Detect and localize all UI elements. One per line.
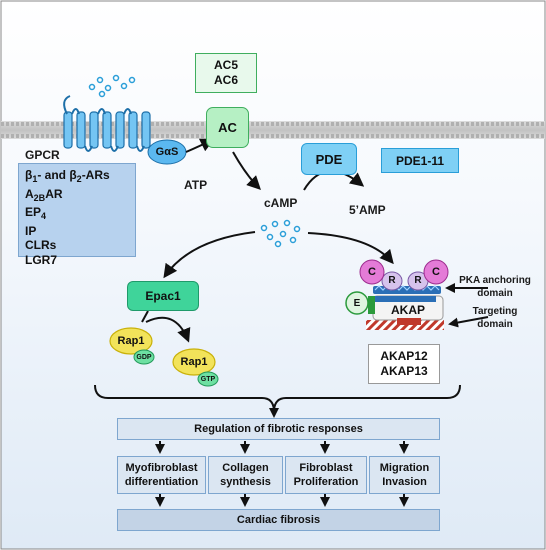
cardiac-fibrosis-box: Cardiac fibrosis xyxy=(117,509,440,531)
ac6-label: AC6 xyxy=(213,73,238,87)
r-subunit-left xyxy=(381,271,403,291)
akap-label: AKAP xyxy=(390,303,425,317)
akap-isoforms-box: AKAP12 AKAP13 xyxy=(368,344,440,384)
c-subunit-right xyxy=(423,259,449,285)
ac5-label: AC5 xyxy=(213,58,238,72)
rap1-gtp-label: Rap1 xyxy=(180,356,208,368)
ligand-ip: IP xyxy=(25,223,37,238)
targeting-block xyxy=(397,318,421,325)
ligand-beta-ars: β1- and β2-ARs xyxy=(25,168,110,184)
rap1-gdp-icon xyxy=(109,327,153,355)
ligand-lgr7: LGR7 xyxy=(25,252,58,267)
ac-isoforms-box: AC5 AC6 xyxy=(195,53,257,93)
regulation-box: Regulation of fibrotic responses xyxy=(117,418,440,440)
gdp-label: GDP xyxy=(136,354,152,361)
camp-to-pka-arrow xyxy=(307,232,394,265)
camp-to-epac-arrow xyxy=(163,231,256,279)
camp-dots xyxy=(260,219,301,248)
c-subunit-left xyxy=(359,259,385,285)
pde-enzyme-box: PDE xyxy=(301,143,357,175)
gdp-icon xyxy=(133,349,155,365)
camp-label: cAMP xyxy=(264,196,298,210)
gtp-icon xyxy=(197,371,219,387)
r-right-label: R xyxy=(414,274,422,286)
ligand-a2bar: A2BAR xyxy=(25,186,63,203)
c-left-label: C xyxy=(368,266,376,278)
e-marker-label: E xyxy=(353,297,361,309)
r-left-label: R xyxy=(388,274,396,286)
gtp-label: GTP xyxy=(200,376,216,383)
e-marker xyxy=(345,291,369,315)
ligand-dots xyxy=(88,74,136,98)
akap13-label: AKAP13 xyxy=(380,364,428,378)
pka-anchoring-domain-label: PKA anchoring domain xyxy=(459,275,531,299)
ac-enzyme-box: AC xyxy=(206,107,249,148)
epac1-box: Epac1 xyxy=(127,281,199,311)
five-amp-label: 5’AMP xyxy=(349,203,386,217)
g-alpha-s-label: GαS xyxy=(155,146,179,158)
rap-gdp-to-gtp-arrow xyxy=(145,316,191,343)
epac-to-rap-line xyxy=(141,310,149,323)
atp-label: ATP xyxy=(184,178,208,192)
gpcr-receptor-icon xyxy=(63,95,151,152)
pde-isoforms-box: PDE1-11 xyxy=(381,148,459,173)
c-right-label: C xyxy=(432,266,440,278)
rap1-gdp-label: Rap1 xyxy=(117,335,145,347)
gpcr-label: GPCR xyxy=(25,148,60,162)
targeting-domain-label: Targeting domain xyxy=(472,306,518,330)
pka-akap-complex xyxy=(345,259,449,330)
rap1-gtp-icon xyxy=(172,348,216,376)
targeting-pointer xyxy=(448,316,489,328)
ligand-list-box: β1- and β2-ARs A2BAR EP4 IP CLRs LGR7 xyxy=(18,163,136,267)
akap12-label: AKAP12 xyxy=(380,349,428,363)
atp-to-camp-arrow xyxy=(232,151,261,190)
ligand-clrs: CLRs xyxy=(25,238,57,252)
ligand-ep4: EP4 xyxy=(25,205,47,221)
